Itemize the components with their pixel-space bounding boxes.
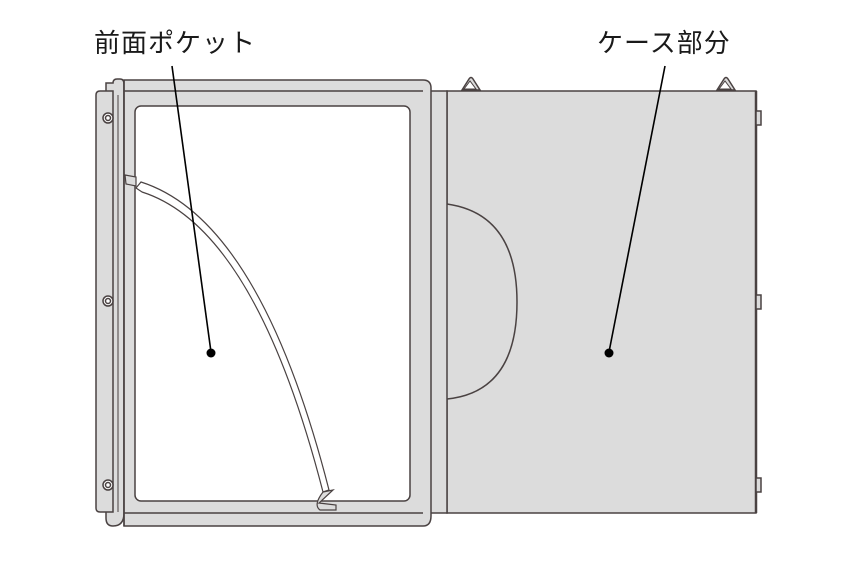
leader-line-case xyxy=(608,65,666,353)
leader-line-pocket xyxy=(171,65,212,353)
curved-divider xyxy=(124,174,337,511)
case-part-label: ケース部分 xyxy=(597,29,731,59)
front-pocket-frame xyxy=(95,78,432,527)
screw-holes xyxy=(102,112,114,491)
case-body xyxy=(446,76,762,514)
side-clip-middle xyxy=(755,294,762,310)
pocket-opening xyxy=(134,105,411,502)
leader-dot-case xyxy=(604,348,614,358)
leader-dot-pocket xyxy=(206,348,216,358)
side-clip-bottom xyxy=(755,477,762,493)
case-body-rect xyxy=(446,90,757,514)
front-pocket-label: 前面ポケット xyxy=(94,29,257,59)
side-clip-top xyxy=(755,110,762,126)
leader-lines xyxy=(171,65,666,358)
thumb-cutout xyxy=(446,203,518,400)
